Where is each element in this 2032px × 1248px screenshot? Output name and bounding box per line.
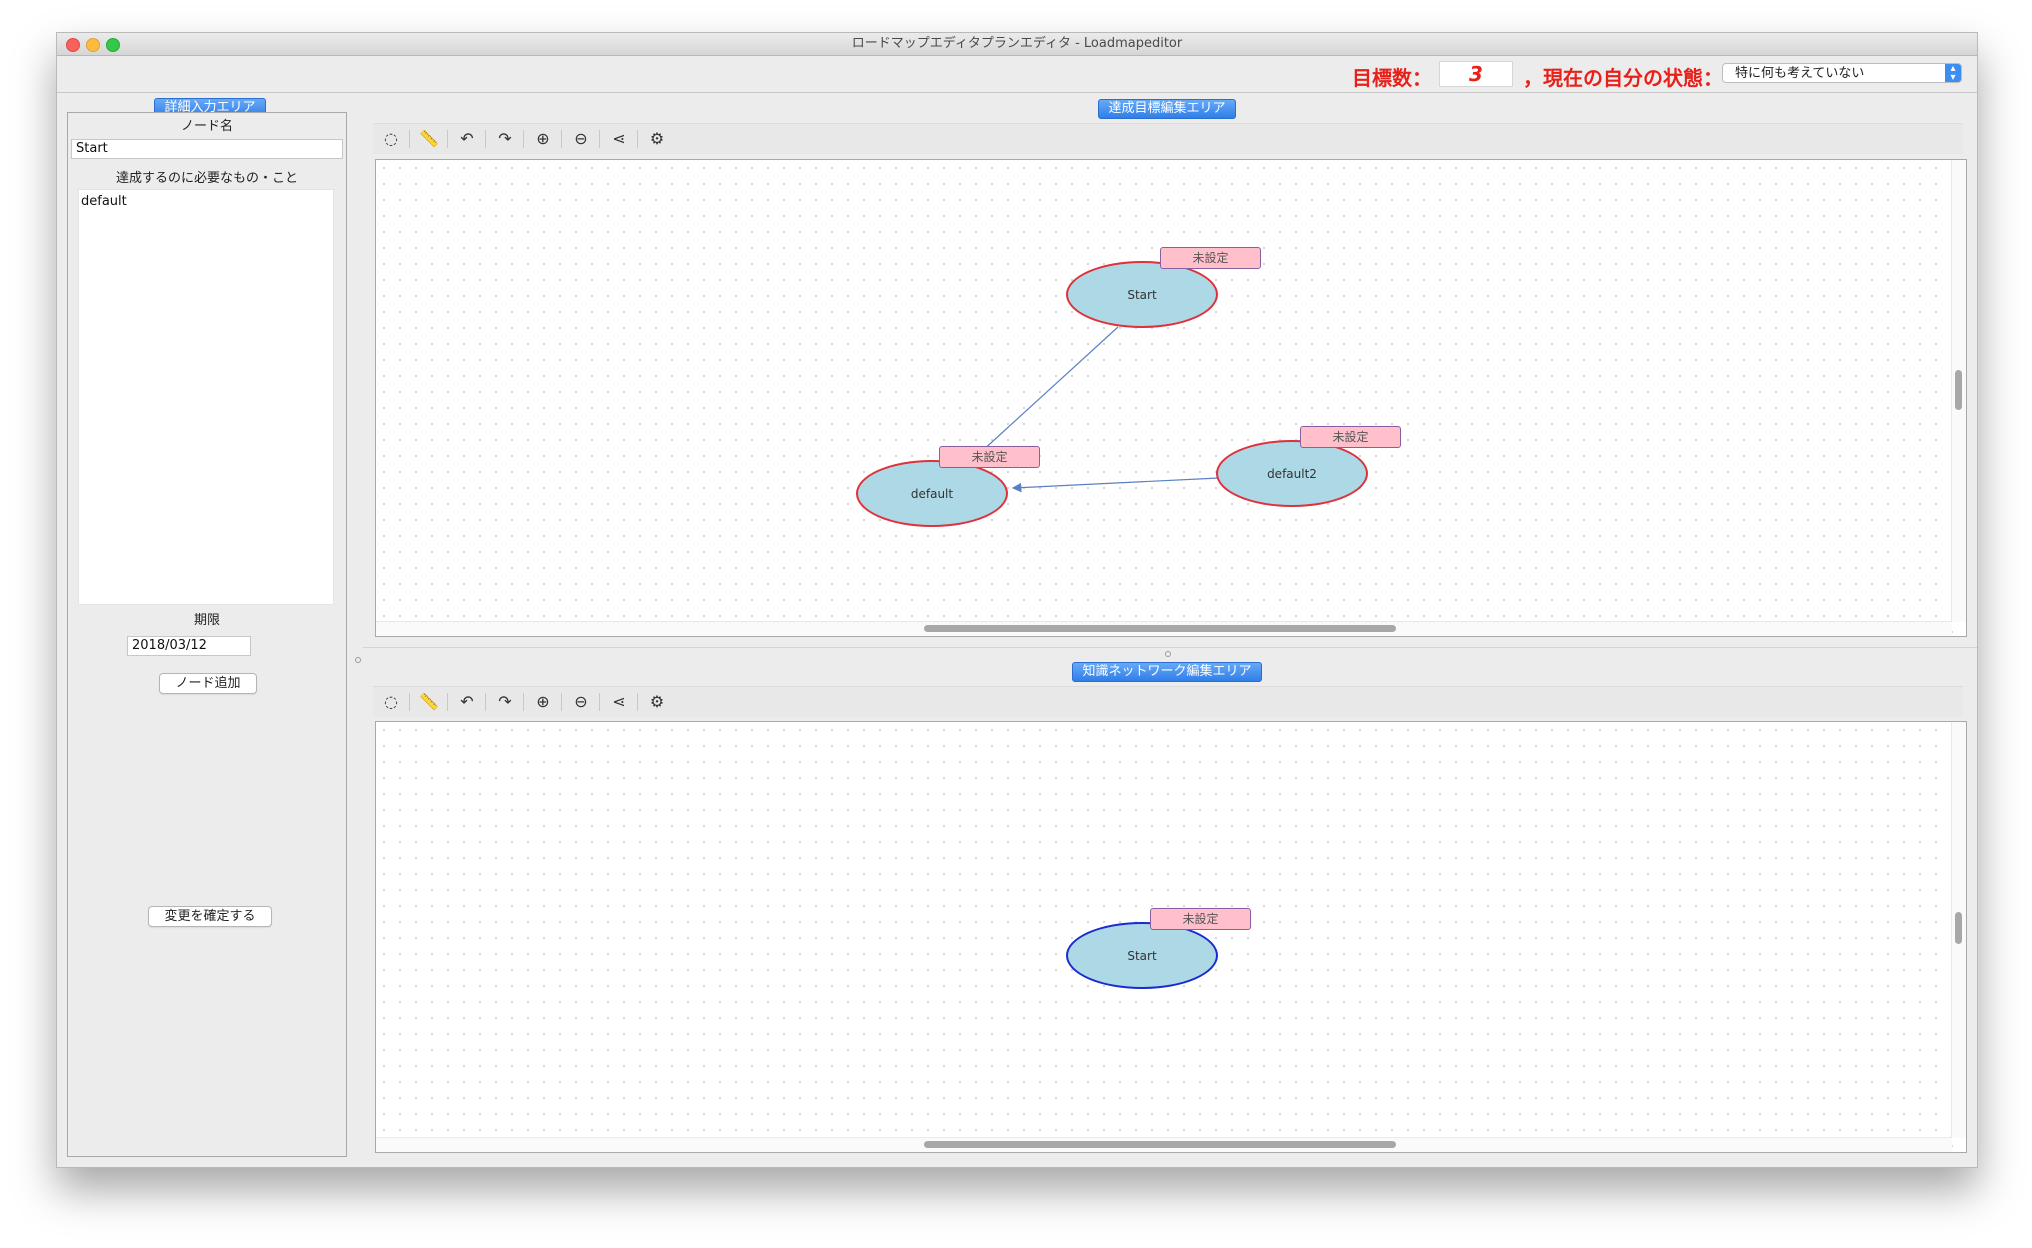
current-state-value: 特に何も考えていない	[1735, 66, 1865, 81]
goal-editor-title-button[interactable]: 達成目標編集エリア	[1098, 99, 1236, 119]
splitter-grip[interactable]	[1165, 651, 1171, 657]
app-window: ロードマップエディタプランエディタ - Loadmapeditor 目標数： 3…	[56, 32, 1978, 1168]
edge-default2-to-default[interactable]	[1011, 477, 1220, 493]
zoom-out-icon[interactable]: ⊖	[574, 692, 588, 711]
node-label: default2	[1267, 466, 1317, 481]
knowledge-editor-area: 知識ネットワーク編集エリア ◌ 📏 ↶ ↷ ⊕ ⊖ ⋖ ⚙ Start 未設定	[363, 659, 1977, 1167]
node-name-input[interactable]: Start	[71, 139, 343, 159]
goal-node-default[interactable]: default	[856, 460, 1008, 527]
scrollbar-thumb[interactable]	[924, 1141, 1396, 1148]
toolbar-divider	[599, 693, 600, 711]
vertical-scrollbar[interactable]	[1951, 160, 1966, 622]
goal-graph-canvas[interactable]: Start 未設定 default 未設定 default2 未設定	[375, 159, 1967, 637]
toolbar-divider	[485, 130, 486, 148]
undo-icon[interactable]: ↶	[460, 129, 474, 148]
deadline-input[interactable]: 2018/03/12	[127, 636, 251, 656]
goal-node-default2[interactable]: default2	[1216, 440, 1368, 507]
add-node-button[interactable]: ノード追加	[159, 673, 257, 694]
knowledge-graph-canvas[interactable]: Start 未設定	[375, 721, 1967, 1153]
node-name-label: ノード名	[180, 119, 233, 134]
knowledge-editor-toolbar: ◌ 📏 ↶ ↷ ⊕ ⊖ ⋖ ⚙	[373, 686, 1963, 717]
goal-editor-toolbar: ◌ 📏 ↶ ↷ ⊕ ⊖ ⋖ ⚙	[373, 123, 1963, 154]
current-state-select[interactable]: 特に何も考えていない ▴▾	[1722, 63, 1962, 83]
zoom-in-icon[interactable]: ⊕	[536, 129, 550, 148]
redo-icon[interactable]: ↷	[498, 129, 512, 148]
confirm-changes-button[interactable]: 変更を確定する	[148, 906, 272, 927]
toolbar-divider	[485, 693, 486, 711]
deadline-label: 期限	[193, 613, 220, 628]
requirements-label: 達成するのに必要なもの・こと	[115, 171, 298, 186]
undo-icon[interactable]: ↶	[460, 692, 474, 711]
lasso-icon[interactable]: ◌	[384, 129, 398, 148]
title-bar[interactable]: ロードマップエディタプランエディタ - Loadmapeditor	[57, 33, 1977, 56]
toolbar-divider	[447, 693, 448, 711]
scrollbar-thumb[interactable]	[924, 625, 1396, 632]
toolbar-divider	[637, 130, 638, 148]
node-status-tag[interactable]: 未設定	[1300, 426, 1401, 448]
ruler-icon[interactable]: 📏	[419, 129, 439, 148]
toolbar-divider	[447, 130, 448, 148]
horizontal-scrollbar[interactable]	[376, 1137, 1952, 1152]
lasso-icon[interactable]: ◌	[384, 692, 398, 711]
requirements-textarea[interactable]: default	[78, 189, 334, 605]
zoom-out-icon[interactable]: ⊖	[574, 129, 588, 148]
vertical-scrollbar[interactable]	[1951, 722, 1966, 1138]
redo-icon[interactable]: ↷	[498, 692, 512, 711]
toolbar-divider	[523, 130, 524, 148]
scrollbar-thumb[interactable]	[1955, 370, 1962, 410]
settings-icon[interactable]: ⚙	[649, 692, 665, 711]
toolbar-divider	[561, 130, 562, 148]
detail-input-panel: ノード名 Start 達成するのに必要なもの・こと default 期限 201…	[67, 112, 347, 1157]
window-title: ロードマップエディタプランエディタ - Loadmapeditor	[851, 36, 1183, 51]
close-window-button[interactable]	[66, 38, 80, 52]
horizontal-scrollbar[interactable]	[376, 621, 1952, 636]
knowledge-editor-title-button[interactable]: 知識ネットワーク編集エリア	[1072, 662, 1262, 682]
goal-count-label: 目標数：	[1352, 66, 1432, 90]
toolbar-divider	[409, 693, 410, 711]
select-arrows-icon: ▴▾	[1945, 64, 1961, 83]
maximize-window-button[interactable]	[106, 38, 120, 52]
ruler-icon[interactable]: 📏	[419, 692, 439, 711]
minimize-window-button[interactable]	[86, 38, 100, 52]
goal-count-field[interactable]: 3	[1439, 61, 1513, 87]
node-label: default	[910, 486, 954, 501]
share-icon[interactable]: ⋖	[612, 692, 626, 711]
node-status-tag[interactable]: 未設定	[1160, 247, 1261, 269]
knowledge-node-start[interactable]: Start	[1066, 922, 1218, 989]
share-icon[interactable]: ⋖	[612, 129, 626, 148]
current-state-label: ，現在の自分の状態：	[1523, 66, 1723, 90]
scrollbar-thumb[interactable]	[1955, 912, 1962, 944]
settings-icon[interactable]: ⚙	[649, 129, 665, 148]
node-status-tag[interactable]: 未設定	[1150, 908, 1251, 930]
node-label: Start	[1127, 948, 1157, 963]
node-status-tag[interactable]: 未設定	[939, 446, 1040, 468]
splitter-grip[interactable]	[355, 657, 361, 663]
toolbar-divider	[523, 693, 524, 711]
goal-editor-area: 達成目標編集エリア ◌ 📏 ↶ ↷ ⊕ ⊖ ⋖ ⚙	[363, 93, 1977, 647]
zoom-in-icon[interactable]: ⊕	[536, 692, 550, 711]
toolbar-divider	[561, 693, 562, 711]
goal-edges	[968, 326, 1220, 493]
toolbar-divider	[637, 693, 638, 711]
status-header: 目標数： 3 ，現在の自分の状態： 特に何も考えていない ▴▾	[57, 56, 1977, 93]
edge-start-to-default[interactable]	[968, 326, 1119, 464]
toolbar-divider	[599, 130, 600, 148]
node-label: Start	[1127, 287, 1157, 302]
goal-node-start[interactable]: Start	[1066, 261, 1218, 328]
toolbar-divider	[409, 130, 410, 148]
